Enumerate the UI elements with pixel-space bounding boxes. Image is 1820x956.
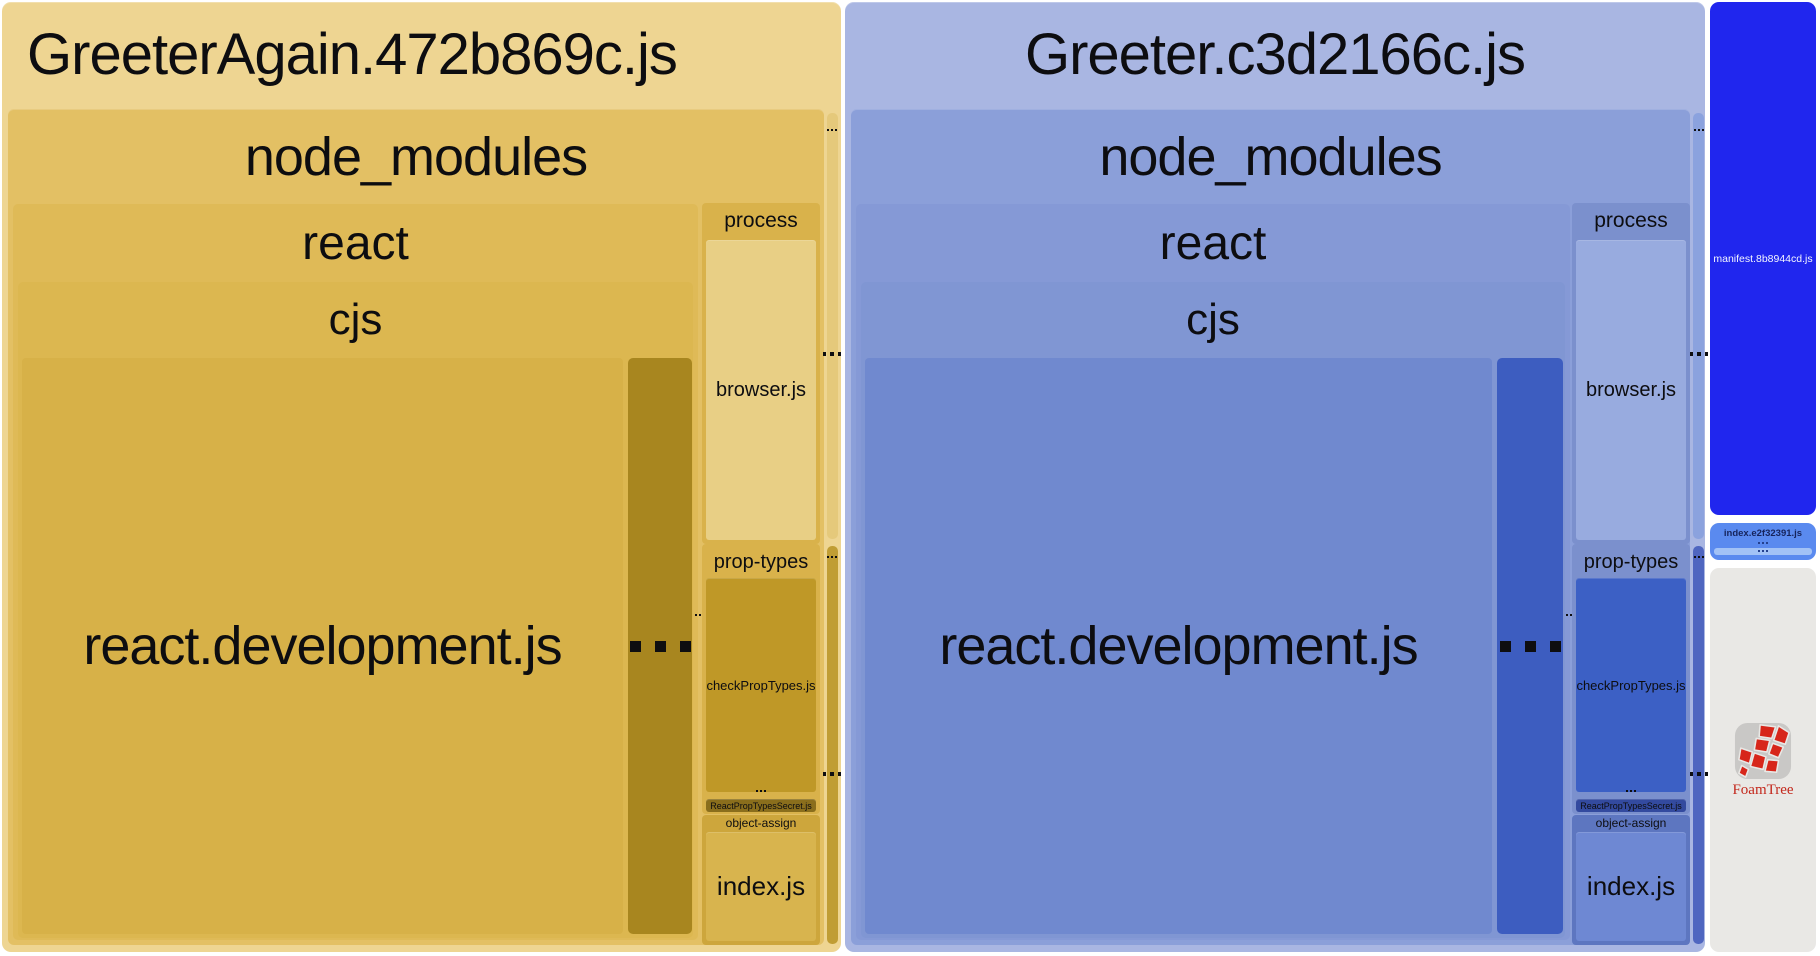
module-browser-js[interactable]: browser.js xyxy=(1576,240,1686,540)
chunk-greeter[interactable]: Greeter.c3d2166c.js node_modules react c… xyxy=(845,2,1708,952)
group-object-assign[interactable]: object-assign index.js xyxy=(702,815,820,945)
ellipsis-icon xyxy=(1714,550,1812,552)
ellipsis-icon xyxy=(821,772,843,776)
group-label: object-assign xyxy=(725,816,797,830)
collapsed-items-sliver[interactable] xyxy=(1693,113,1704,539)
chunk-index[interactable]: index.e2f32391.js xyxy=(1710,523,1816,560)
module-check-prop-types-js[interactable]: checkPropTypes.js xyxy=(1576,578,1686,792)
group-label: prop-types xyxy=(1583,550,1679,573)
chunk-title: Greeter.c3d2166c.js xyxy=(1024,21,1526,87)
group-label: process xyxy=(724,209,798,232)
ellipsis-icon xyxy=(1563,614,1575,616)
module-browser-js[interactable]: browser.js xyxy=(706,240,816,540)
module-react-prop-types-secret-js[interactable]: ReactPropTypesSecret.js xyxy=(1576,799,1686,812)
chunk-title: manifest.8b8944cd.js xyxy=(1713,252,1813,265)
module-react-development-js[interactable]: react.development.js xyxy=(22,358,623,934)
group-label: node_modules xyxy=(244,126,588,187)
ellipsis-icon xyxy=(1690,129,1708,131)
group-prop-types[interactable]: prop-types checkPropTypes.js ReactPropTy… xyxy=(1572,544,1690,814)
foamtree-label: FoamTree xyxy=(1732,781,1794,798)
ellipsis-icon xyxy=(692,614,704,616)
module-check-prop-types-js[interactable]: checkPropTypes.js xyxy=(706,578,816,792)
ellipsis-icon xyxy=(1493,640,1568,652)
ellipsis-icon xyxy=(702,790,820,792)
collapsed-module-strip[interactable] xyxy=(1497,358,1563,934)
ellipsis-icon xyxy=(1690,556,1708,558)
chunk-title: GreeterAgain.472b869c.js xyxy=(27,21,678,87)
chunk-greeter-again[interactable]: GreeterAgain.472b869c.js node_modules re… xyxy=(2,2,841,952)
ellipsis-icon xyxy=(1688,772,1710,776)
group-react[interactable]: react cjs react.development.js xyxy=(13,204,698,940)
group-prop-types[interactable]: prop-types checkPropTypes.js ReactPropTy… xyxy=(702,544,820,814)
group-process[interactable]: process browser.js xyxy=(702,203,820,544)
ellipsis-icon xyxy=(1572,790,1690,792)
foamtree-logo-icon xyxy=(1734,722,1792,779)
group-label: react xyxy=(1159,216,1267,270)
group-cjs[interactable]: cjs react.development.js xyxy=(861,282,1565,938)
collapsed-module-strip[interactable] xyxy=(628,358,692,934)
ellipsis-icon xyxy=(821,352,843,356)
foamtree-attribution[interactable]: FoamTree xyxy=(1710,568,1816,952)
group-cjs[interactable]: cjs react.development.js xyxy=(18,282,693,938)
group-label: cjs xyxy=(328,295,383,344)
group-process[interactable]: process browser.js xyxy=(1572,203,1690,544)
ellipsis-icon xyxy=(1710,542,1816,544)
collapsed-module-bar[interactable] xyxy=(1714,548,1812,555)
module-index-js[interactable]: index.js xyxy=(1576,832,1686,941)
group-label: node_modules xyxy=(1099,126,1442,187)
group-label: prop-types xyxy=(713,550,809,573)
collapsed-items-sliver[interactable] xyxy=(827,546,838,944)
group-label: process xyxy=(1594,209,1668,232)
module-react-prop-types-secret-js[interactable]: ReactPropTypesSecret.js xyxy=(706,799,816,812)
ellipsis-icon xyxy=(823,556,841,558)
module-index-js[interactable]: index.js xyxy=(706,832,816,941)
group-label: cjs xyxy=(1186,295,1240,344)
collapsed-items-sliver[interactable] xyxy=(1693,546,1704,944)
ellipsis-icon xyxy=(1688,352,1710,356)
ellipsis-icon xyxy=(823,129,841,131)
group-node-modules[interactable]: node_modules react cjs react.development… xyxy=(8,109,824,945)
group-label: react xyxy=(302,216,409,270)
group-react[interactable]: react cjs react.development.js xyxy=(856,204,1570,940)
module-react-development-js[interactable]: react.development.js xyxy=(865,358,1492,934)
group-label: object-assign xyxy=(1595,816,1667,830)
collapsed-items-sliver[interactable] xyxy=(827,113,838,539)
group-node-modules[interactable]: node_modules react cjs react.development… xyxy=(851,109,1690,945)
chunk-manifest[interactable]: manifest.8b8944cd.js xyxy=(1710,2,1816,515)
group-object-assign[interactable]: object-assign index.js xyxy=(1572,815,1690,945)
chunk-title: index.e2f32391.js xyxy=(1723,527,1803,539)
ellipsis-icon xyxy=(623,640,698,652)
